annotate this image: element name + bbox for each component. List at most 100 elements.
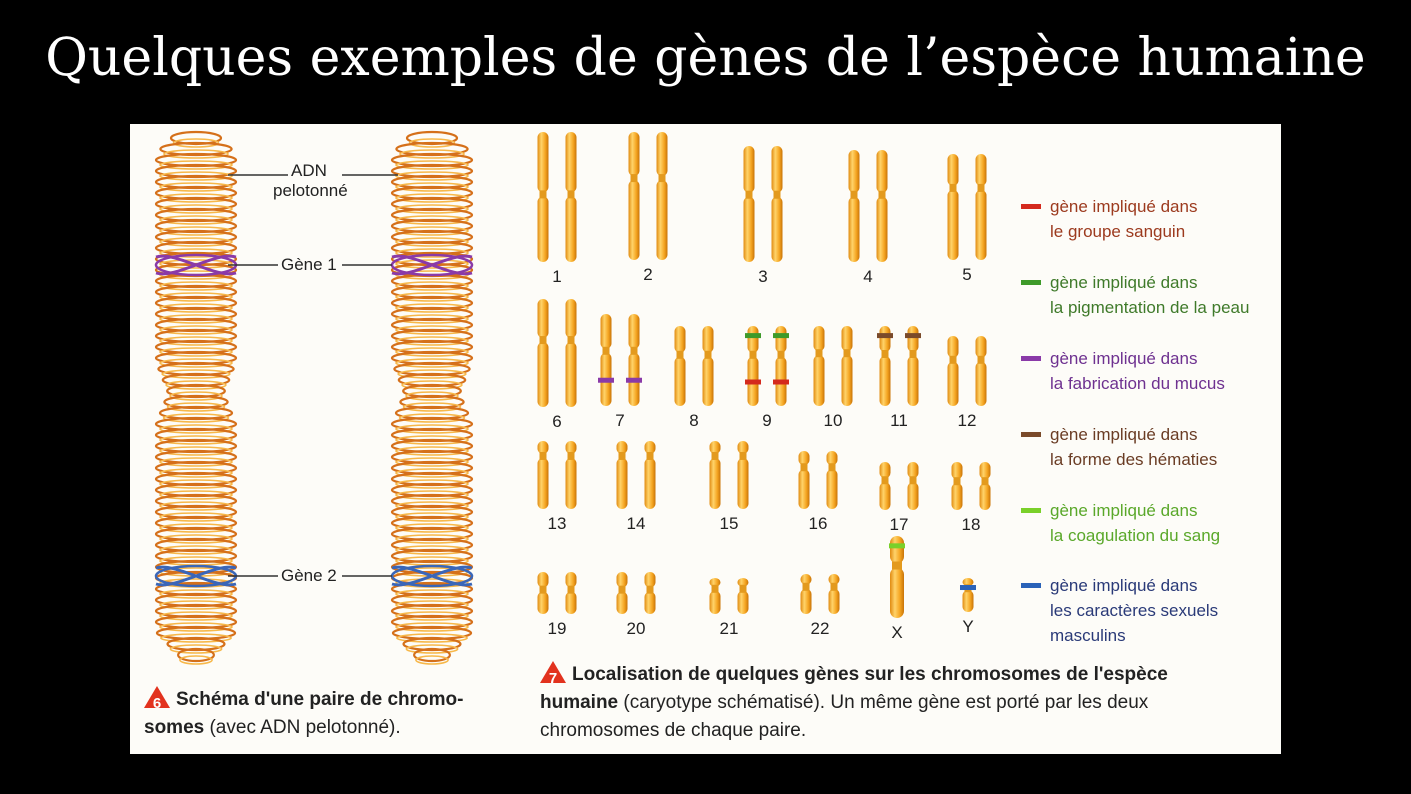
dna-coil xyxy=(395,336,469,346)
chromosome-number-22: 22 xyxy=(810,619,830,638)
dna-coil xyxy=(395,446,469,456)
chromosome-arm-long xyxy=(628,180,640,260)
chromosome-arm-long xyxy=(674,356,686,406)
dna-coil xyxy=(172,138,220,148)
dna-coil xyxy=(160,633,232,643)
centromere xyxy=(749,350,757,359)
legend-text-line1: gène impliqué dans xyxy=(1050,273,1198,292)
chromosome-arm-short xyxy=(565,441,577,454)
chromosome-arm-long xyxy=(826,469,838,509)
chromosome-number-20: 20 xyxy=(626,619,646,638)
chromosome-6-b xyxy=(565,299,577,407)
chromosome-arm-short xyxy=(644,572,656,588)
legend-text-line1: gène impliqué dans xyxy=(1050,501,1198,520)
dna-coil xyxy=(395,611,469,621)
chromosome-arm-short xyxy=(813,326,825,352)
chromosome-arm-short xyxy=(962,578,974,587)
legend-text-line2: la forme des hématies xyxy=(1050,450,1218,469)
dna-coil xyxy=(397,369,467,379)
legend-text-line1: gène impliqué dans xyxy=(1050,197,1198,216)
chromosome-arm-short xyxy=(702,326,714,353)
coiled-dna-chromosome-right xyxy=(390,130,474,665)
dna-coil xyxy=(159,490,233,500)
chromosome-number-13: 13 xyxy=(547,514,567,533)
legend-swatch xyxy=(1021,508,1041,513)
centromere xyxy=(909,350,917,358)
dna-coil xyxy=(159,281,233,291)
chromosome-arm-long xyxy=(565,342,577,407)
dna-coil xyxy=(159,358,233,368)
legend-swatch xyxy=(1021,356,1041,361)
dna-coil xyxy=(159,347,233,357)
chromosome-arm-long xyxy=(947,189,959,260)
chromosome-10-b xyxy=(841,326,853,406)
dna-coil xyxy=(159,193,233,203)
chromosome-arm-long xyxy=(709,457,721,509)
chromosome-arm-long xyxy=(813,355,825,406)
dna-coil xyxy=(159,435,233,445)
label-lines xyxy=(228,174,398,577)
dna-coil xyxy=(159,303,233,313)
chromosome-13-a xyxy=(537,441,549,509)
dna-coil xyxy=(396,633,468,643)
chromosome-arm-short xyxy=(537,132,549,193)
dna-coil xyxy=(159,171,233,181)
dna-coil xyxy=(395,160,469,170)
dna-coil xyxy=(395,193,469,203)
dna-coil xyxy=(395,435,469,445)
chromosome-number-6: 6 xyxy=(552,412,562,431)
chromosome-arm-short xyxy=(537,441,549,454)
chromosome-16-a xyxy=(798,451,810,509)
chromosome-arm-long xyxy=(800,588,812,614)
chromosome-arm-short xyxy=(907,462,919,479)
dna-coil xyxy=(395,512,469,522)
dna-coil xyxy=(159,512,233,522)
chromosome-8-a xyxy=(674,326,686,406)
label-gene-1: Gène 1 xyxy=(281,255,337,274)
chromosome-22-b xyxy=(828,574,840,614)
dna-coil xyxy=(161,369,231,379)
centromere xyxy=(773,190,781,199)
chromosome-12-a xyxy=(947,336,959,406)
dna-coil xyxy=(159,457,233,467)
chromosome-arm-long xyxy=(947,361,959,406)
chromosome-arm-long xyxy=(537,342,549,407)
centromere xyxy=(881,350,889,358)
legend-text-line3: masculins xyxy=(1050,626,1126,645)
centromere xyxy=(646,585,654,594)
legend-text-line2: la coagulation du sang xyxy=(1050,526,1221,545)
dna-coil xyxy=(408,138,456,148)
dna-coil xyxy=(159,204,233,214)
dna-coil xyxy=(159,237,233,247)
chromosome-2-a xyxy=(628,132,640,260)
coiled-dna-chromosome-left xyxy=(154,130,238,665)
centromere xyxy=(878,190,886,199)
chromosome-arm-long xyxy=(565,457,577,509)
dna-coil xyxy=(159,545,233,555)
dna-coil xyxy=(159,611,233,621)
centromere xyxy=(953,477,961,486)
chromosome-number-21: 21 xyxy=(719,619,739,638)
chromosome-arm-long xyxy=(979,483,991,510)
dna-coil xyxy=(405,391,459,401)
gene-mark xyxy=(598,377,614,383)
chromosome-5-a xyxy=(947,154,959,260)
centromere xyxy=(704,350,712,359)
chromosome-arm-long xyxy=(565,591,577,614)
dna-coil xyxy=(395,314,469,324)
chromosome-arm-long xyxy=(616,457,628,509)
chromosome-3-a xyxy=(743,146,755,262)
centromere xyxy=(567,336,575,345)
chromosome-arm-long xyxy=(537,196,549,262)
gene-mark xyxy=(745,379,761,385)
chromosome-arm-long xyxy=(828,588,840,614)
centromere xyxy=(646,451,654,460)
dna-coil xyxy=(159,424,233,434)
dna-coil xyxy=(395,534,469,544)
chromosome-arm-short xyxy=(975,154,987,186)
legend-text-line1: gène impliqué dans xyxy=(1050,425,1198,444)
gene-mark xyxy=(773,379,789,385)
chromosome-4-b xyxy=(876,150,888,262)
chromosome-number-X: X xyxy=(891,623,903,642)
